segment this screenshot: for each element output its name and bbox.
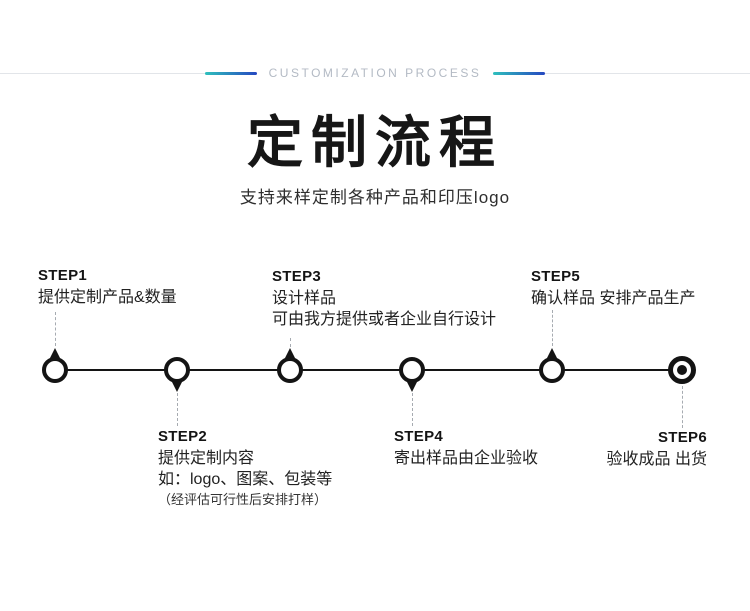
dashed-connector-step6 (682, 386, 683, 428)
step3-id: STEP3 (272, 268, 322, 285)
header-rule-left (0, 72, 205, 74)
timeline-marker-step1 (42, 357, 68, 383)
section-header: CUSTOMIZATION PROCESS (0, 66, 750, 80)
dashed-connector-step3 (290, 338, 291, 347)
page-title: 定制流程 (247, 113, 503, 175)
timeline-marker-step4 (399, 357, 425, 383)
bullseye-dot-icon (677, 365, 687, 375)
timeline-marker-step2 (164, 357, 190, 383)
step2-label: STEP2 提供定制内容 如：logo、图案、包装等 （经评估可行性后安排打样） (158, 428, 332, 509)
dashed-connector-step4 (412, 393, 413, 426)
timeline-marker-step5 (539, 357, 565, 383)
step2-line-1: 提供定制内容 (158, 450, 255, 467)
step2-note: （经评估可行性后安排打样） (158, 492, 328, 507)
timeline-marker-step3 (277, 357, 303, 383)
step4-label: STEP4 寄出样品由企业验收 (394, 428, 538, 469)
dashed-connector-step5 (552, 310, 553, 346)
marker-pointer-up-step5 (547, 348, 557, 358)
step5-id: STEP5 (531, 268, 581, 285)
timeline-line (55, 369, 682, 371)
step5-label: STEP5 确认样品 安排产品生产 (531, 268, 695, 309)
marker-pointer-down-step4 (407, 382, 417, 392)
header-gradient-left (204, 71, 257, 75)
step5-line-1: 确认样品 安排产品生产 (531, 290, 696, 307)
step1-line-1: 提供定制产品&数量 (38, 289, 177, 306)
step3-line-2: 可由我方提供或者企业自行设计 (272, 311, 497, 328)
step1-id: STEP1 (38, 267, 88, 284)
header-gradient-right (493, 71, 546, 75)
step4-line-1: 寄出样品由企业验收 (394, 450, 539, 467)
step6-label: STEP6 验收成品 出货 (607, 429, 707, 470)
marker-pointer-down-step2 (172, 382, 182, 392)
step2-id: STEP2 (158, 428, 208, 445)
step3-line-1: 设计样品 (272, 290, 337, 307)
marker-pointer-up-step3 (285, 348, 295, 358)
dashed-connector-step1 (55, 312, 56, 346)
header-rule-right (545, 72, 750, 74)
step6-line-1: 验收成品 出货 (606, 451, 707, 468)
dashed-connector-step2 (177, 393, 178, 426)
step4-id: STEP4 (394, 428, 444, 445)
page-subtitle: 支持来样定制各种产品和印压logo (239, 188, 511, 207)
timeline-marker-step6-bullseye (668, 356, 696, 384)
marker-pointer-up-step1 (50, 348, 60, 358)
step6-id: STEP6 (657, 429, 707, 446)
section-header-label: CUSTOMIZATION PROCESS (268, 66, 482, 80)
step1-label: STEP1 提供定制产品&数量 (38, 267, 177, 308)
step3-label: STEP3 设计样品 可由我方提供或者企业自行设计 (272, 268, 496, 330)
step2-line-2: 如：logo、图案、包装等 (158, 471, 333, 488)
